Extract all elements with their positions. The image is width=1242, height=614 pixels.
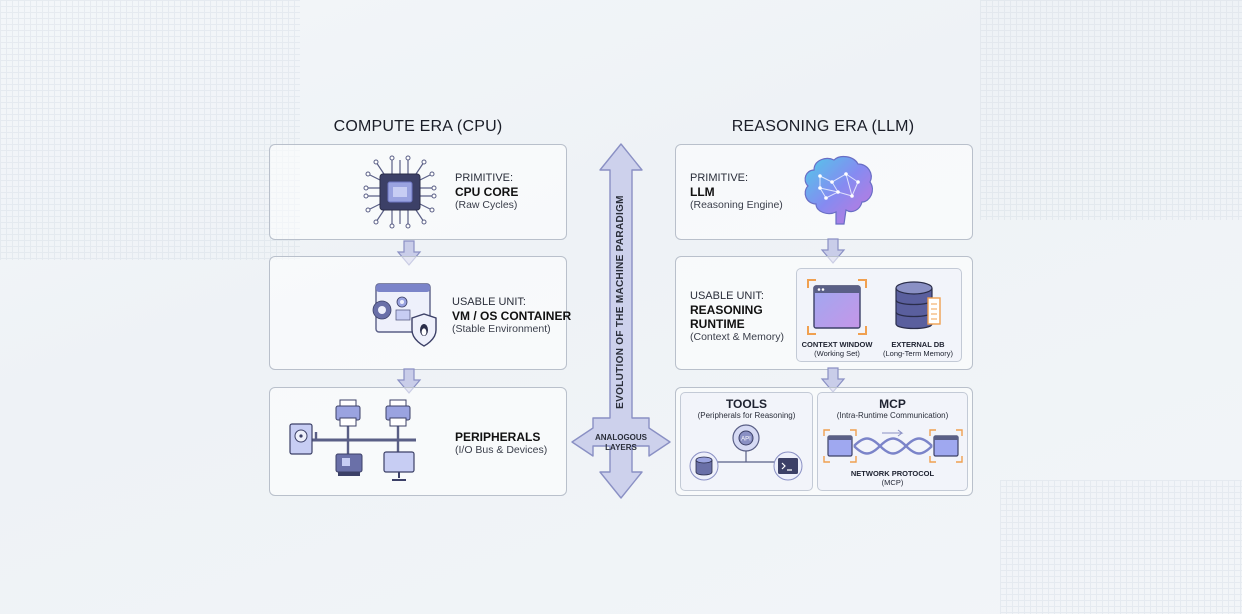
context-window-desc: (Working Set): [814, 349, 860, 358]
external-db-label: EXTERNAL DB (Long-Term Memory): [878, 340, 958, 358]
down-arrow-icon: [820, 367, 846, 393]
vm-usable-unit-label: USABLE UNIT: VM / OS CONTAINER (Stable E…: [452, 296, 571, 336]
io-bus-devices-icon: [289, 399, 416, 481]
mcp-title: MCP: [879, 397, 906, 411]
analogous-line-1: ANALOGOUS: [595, 433, 647, 442]
llm-primitive-label: PRIMITIVE: LLM (Reasoning Engine): [690, 172, 783, 212]
context-window-label: CONTEXT WINDOW (Working Set): [800, 340, 874, 358]
evolution-axis-arrow: [571, 143, 671, 499]
external-db-title: EXTERNAL DB: [891, 340, 945, 349]
api-label: API: [741, 437, 751, 443]
tools-title: TOOLS: [725, 397, 768, 411]
runtime-usable-unit-label: USABLE UNIT: REASONING RUNTIME (Context …: [690, 290, 784, 344]
background-grid-right: [980, 0, 1242, 220]
peripherals-value: PERIPHERALS: [455, 430, 541, 444]
primitive-value: CPU CORE: [455, 185, 519, 199]
analogous-line-2: LAYERS: [605, 443, 637, 452]
usable-unit-value: VM / OS CONTAINER: [452, 309, 572, 323]
usable-unit-value-line-1: REASONING: [690, 303, 763, 317]
external-db-desc: (Long-Term Memory): [882, 349, 953, 358]
evolution-axis-label: EVOLUTION OF THE MACHINE PARADIGM: [615, 195, 626, 409]
network-protocol-label: NETWORK PROTOCOL (MCP): [817, 469, 968, 487]
protocol-line-2: (MCP): [881, 478, 904, 487]
peripherals-desc: (I/O Bus & Devices): [455, 444, 548, 456]
primitive-value: LLM: [690, 185, 715, 199]
cpu-primitive-label: PRIMITIVE: CPU CORE (Raw Cycles): [455, 172, 518, 212]
primitive-key: PRIMITIVE:: [455, 172, 514, 184]
analogous-layers-label: ANALOGOUS LAYERS: [584, 433, 658, 453]
peripherals-label: PERIPHERALS (I/O Bus & Devices): [455, 430, 547, 457]
context-window-icon: [807, 279, 867, 335]
usable-unit-desc: (Context & Memory): [690, 331, 784, 343]
usable-unit-desc: (Stable Environment): [452, 323, 551, 335]
compute-era-title: COMPUTE ERA (CPU): [333, 118, 503, 135]
down-arrow-icon: [396, 368, 422, 394]
network-protocol-icon: [823, 429, 963, 463]
tools-desc: (Peripherals for Reasoning): [697, 411, 796, 420]
mcp-desc: (Intra-Runtime Communication): [836, 411, 949, 420]
database-icon: [895, 281, 941, 330]
brain-icon: [804, 155, 874, 225]
tools-network-icon: API: [689, 424, 803, 481]
primitive-desc: (Reasoning Engine): [690, 199, 783, 211]
cpu-chip-icon: [363, 155, 437, 229]
reasoning-era-title: REASONING ERA (LLM): [731, 118, 915, 135]
primitive-key: PRIMITIVE:: [690, 172, 749, 184]
usable-unit-key: USABLE UNIT:: [452, 296, 526, 308]
vm-container-icon: [372, 283, 437, 347]
primitive-desc: (Raw Cycles): [455, 199, 518, 211]
usable-unit-key: USABLE UNIT:: [690, 290, 764, 302]
background-grid-left: [0, 0, 300, 260]
context-window-title: CONTEXT WINDOW: [801, 340, 873, 349]
usable-unit-value-line-2: RUNTIME: [690, 317, 745, 331]
protocol-line-1: NETWORK PROTOCOL: [850, 469, 935, 478]
background-grid-bottom-right: [1000, 480, 1242, 614]
